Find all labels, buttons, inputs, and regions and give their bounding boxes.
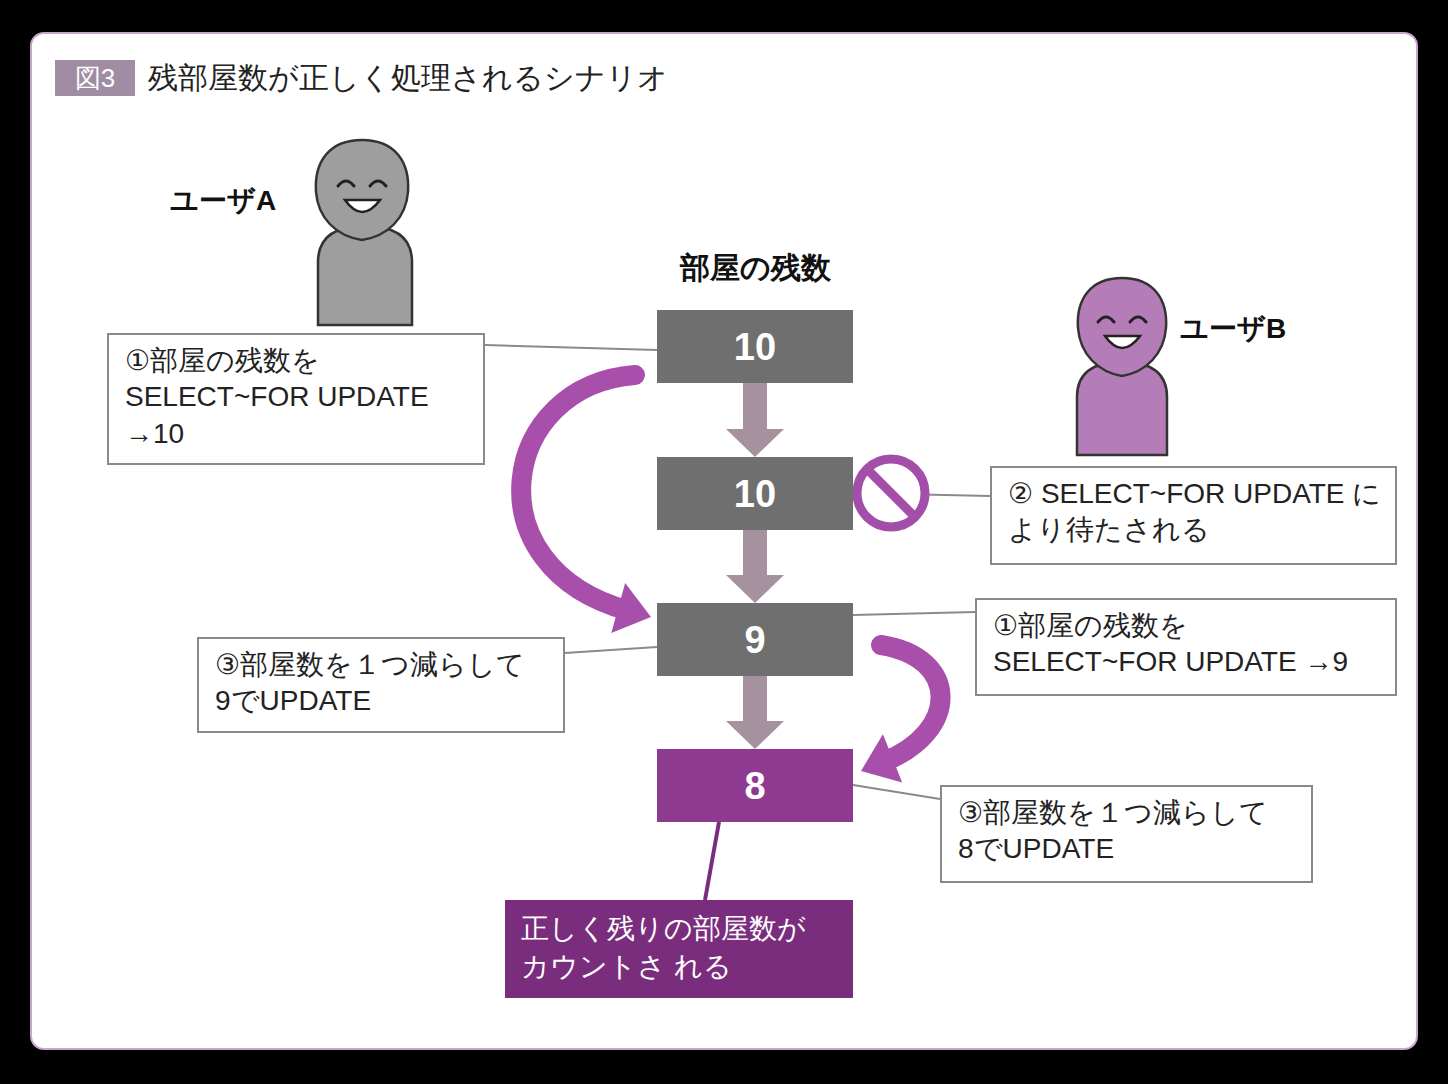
flow-arrow-shaft (743, 530, 767, 577)
user-label: ユーザA (170, 182, 276, 220)
user-b-figure (1077, 278, 1167, 455)
leader-line (485, 345, 657, 350)
connector (726, 383, 784, 457)
user-a-figure (316, 140, 412, 325)
user-body (318, 226, 412, 325)
flow-arrow-head (726, 429, 784, 457)
leader-line (853, 785, 940, 799)
process-arrow-head (861, 734, 902, 782)
process-arrow-head (611, 583, 651, 633)
column-heading: 部屋の残数 (617, 248, 893, 289)
flow-arrow-head (726, 721, 784, 749)
count-value: 8 (744, 767, 765, 805)
leader-line (705, 822, 719, 900)
user-head (316, 140, 408, 240)
callout-box: ①部屋の残数を SELECT~FOR UPDATE →9 (975, 598, 1397, 696)
connector (726, 530, 784, 603)
ban-slash (867, 469, 915, 517)
count-box: 8 (657, 749, 853, 822)
figure-title: 残部屋数が正しく処理されるシナリオ (148, 58, 668, 98)
user-eyes (338, 181, 386, 186)
user-mouth (1105, 336, 1140, 348)
callout-box: ③部屋数を１つ減らして 8でUPDATE (940, 785, 1313, 883)
callout-box: ② SELECT~FOR UPDATE により待たされる (990, 466, 1397, 565)
count-box: 部屋の残数10 (657, 310, 853, 383)
callout-text: ①部屋の残数を SELECT~FOR UPDATE →10 (125, 343, 460, 452)
ban-circle (857, 459, 925, 527)
callout-box: ③部屋数を１つ減らして 9でUPDATE (197, 637, 565, 733)
process-curve-arrow (521, 375, 635, 611)
connector (726, 676, 784, 749)
callout-text: ①部屋の残数を SELECT~FOR UPDATE →9 (993, 608, 1378, 681)
callout-text: ③部屋数を１つ減らして 8でUPDATE (958, 795, 1280, 868)
count-value: 10 (734, 328, 776, 366)
user-label: ユーザB (1180, 310, 1286, 348)
count-box: 9 (657, 603, 853, 676)
ban-symbol (857, 459, 925, 527)
user-mouth (345, 200, 380, 212)
process-curve-arrow (881, 645, 941, 762)
count-box: 10 (657, 457, 853, 530)
figure-number: 図3 (55, 60, 135, 96)
connector (853, 612, 975, 615)
connector (861, 645, 941, 783)
user-eyes (1098, 317, 1146, 322)
flow-arrow-shaft (743, 676, 767, 723)
count-value: 10 (734, 475, 776, 513)
callout-text: ② SELECT~FOR UPDATE により待たされる (1008, 476, 1383, 549)
connector (705, 822, 719, 900)
connector (521, 375, 651, 633)
callout-text: ③部屋数を１つ減らして 9でUPDATE (215, 647, 537, 720)
leader-line (853, 612, 975, 615)
count-value: 9 (744, 621, 765, 659)
result-box: 正しく残りの部屋数が カウントさ れる (505, 900, 853, 998)
leader-line (565, 647, 657, 653)
connector (485, 345, 657, 350)
flow-arrow-head (726, 575, 784, 603)
flow-arrow-shaft (743, 383, 767, 431)
result-text: 正しく残りの部屋数が カウントさ れる (521, 910, 821, 986)
connector (853, 785, 940, 799)
connector (565, 647, 657, 653)
user-head (1078, 278, 1166, 376)
callout-box: ①部屋の残数を SELECT~FOR UPDATE →10 (107, 333, 485, 465)
